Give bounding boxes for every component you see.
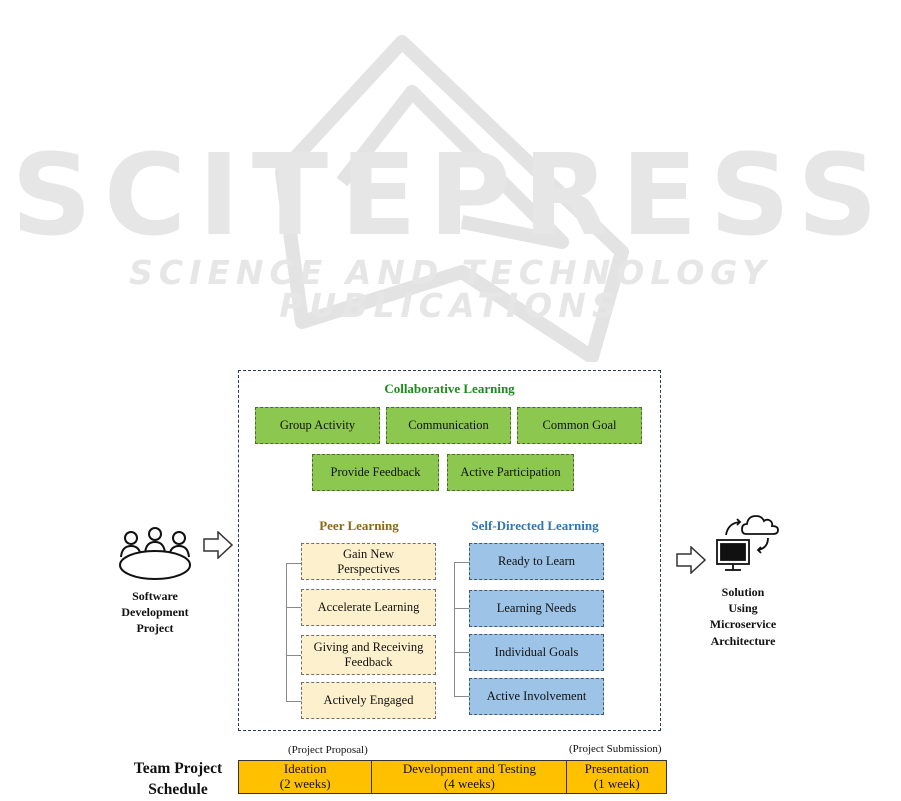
schedule-title-line: Team Project <box>133 760 223 777</box>
phase-duration: (1 week) <box>593 776 640 791</box>
watermark-book-logo <box>275 35 629 362</box>
schedule-phase-ideation: Ideation (2 weeks) <box>239 761 373 793</box>
collaborative-learning-heading: Collaborative Learning <box>238 381 661 397</box>
output-solution-label: Solution Using Microservice Architecture <box>688 584 798 649</box>
self-connector-branch <box>454 696 469 697</box>
output-label-line: Using <box>728 601 758 616</box>
peer-item-accelerate-learning: Accelerate Learning <box>301 589 436 626</box>
self-item-ready-to-learn: Ready to Learn <box>469 543 604 580</box>
peer-item-giving-receiving-feedback: Giving and Receiving Feedback <box>301 635 436 675</box>
input-label-line: Project <box>136 621 174 636</box>
peer-connector-branch <box>286 655 301 656</box>
self-connector-line <box>454 562 455 697</box>
schedule-phase-development: Development and Testing (4 weeks) <box>372 761 568 793</box>
output-label-line: Architecture <box>710 633 776 648</box>
peer-item-line: Accelerate Learning <box>317 600 420 614</box>
self-connector-branch <box>454 652 469 653</box>
right-arrow-icon <box>676 546 706 574</box>
watermark-title: SCITEPRESS <box>11 131 890 261</box>
project-proposal-note: (Project Proposal) <box>288 744 368 756</box>
peer-item-line: Actively Engaged <box>323 693 414 707</box>
self-item-learning-needs: Learning Needs <box>469 590 604 627</box>
collab-item-communication: Communication <box>386 407 511 444</box>
input-label-line: Software <box>132 589 178 603</box>
peer-connector-branch <box>286 701 301 702</box>
peer-connector-line <box>286 563 287 701</box>
peer-connector-branch <box>286 563 301 564</box>
phase-name: Presentation <box>584 761 649 777</box>
phase-duration: (4 weeks) <box>443 776 495 791</box>
collab-item-provide-feedback: Provide Feedback <box>312 454 439 491</box>
peer-learning-heading: Peer Learning <box>319 518 399 533</box>
learning-framework-frame <box>238 370 661 731</box>
output-label-line: Microservice <box>709 617 777 632</box>
schedule-timeline-bar: Ideation (2 weeks) Development and Testi… <box>238 760 667 794</box>
self-item-individual-goals: Individual Goals <box>469 634 604 671</box>
watermark-subtitle: SCIENCE AND TECHNOLOGY PUBLICATIONS <box>129 253 772 325</box>
input-label-line: Development <box>121 605 189 620</box>
self-connector-branch <box>454 562 469 563</box>
peer-connector-branch <box>286 607 301 608</box>
collab-item-active-participation: Active Participation <box>447 454 574 491</box>
input-project-label: Software Development Project <box>100 588 210 637</box>
peer-item-gain-new-perspectives: Gain New Perspectives <box>301 543 436 580</box>
peer-item-line: Giving and Receiving <box>313 640 424 654</box>
self-item-active-involvement: Active Involvement <box>469 678 604 715</box>
collab-item-group-activity: Group Activity <box>255 407 380 444</box>
phase-duration: (2 weeks) <box>279 776 331 791</box>
peer-item-line: Feedback <box>344 655 393 669</box>
cloud-computer-icon <box>716 515 779 571</box>
output-label-line: Solution <box>721 585 765 599</box>
schedule-title: Team Project Schedule <box>118 759 238 801</box>
team-meeting-icon <box>119 527 191 580</box>
self-connector-branch <box>454 608 469 609</box>
collab-item-common-goal: Common Goal <box>517 407 642 444</box>
peer-item-line: Perspectives <box>337 561 400 576</box>
schedule-title-line: Schedule <box>148 780 208 798</box>
right-arrow-icon <box>203 531 233 559</box>
peer-item-line: Gain New <box>342 546 395 561</box>
peer-item-actively-engaged: Actively Engaged <box>301 682 436 719</box>
phase-name: Ideation <box>283 761 327 777</box>
schedule-phase-presentation: Presentation (1 week) <box>567 761 666 793</box>
project-submission-note: (Project Submission) <box>569 743 662 755</box>
phase-name: Development and Testing <box>402 761 536 777</box>
self-directed-learning-heading: Self-Directed Learning <box>471 518 599 533</box>
collaborative-heading-text: Collaborative Learning <box>384 381 515 396</box>
